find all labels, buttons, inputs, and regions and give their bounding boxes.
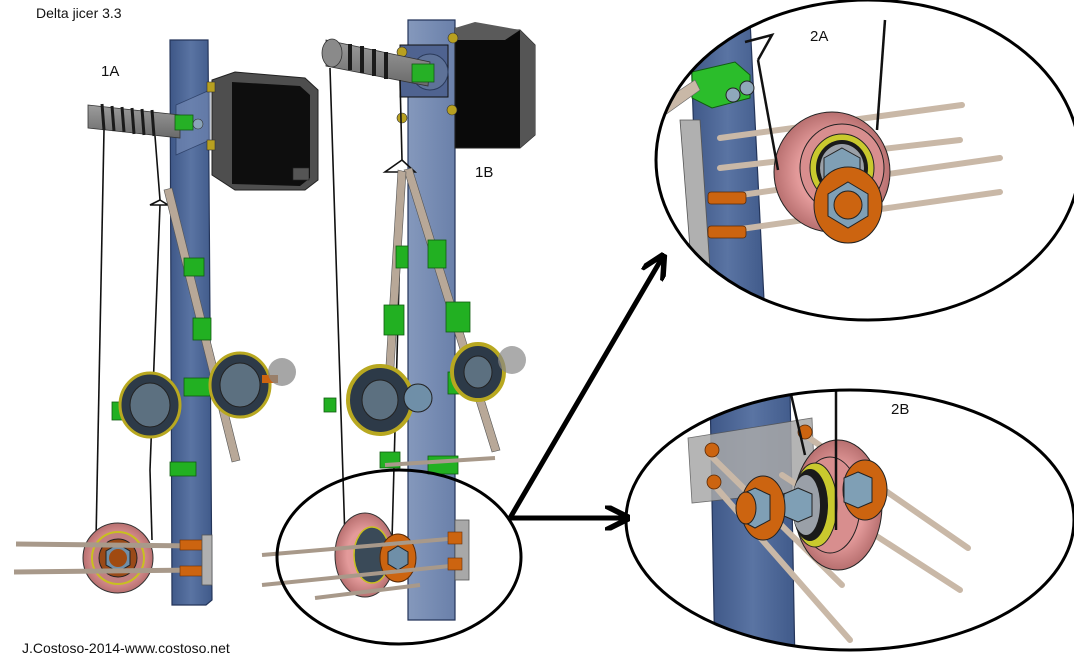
credit-text: J.Costoso-2014-www.costoso.net (22, 640, 230, 656)
callout-ellipse-1b (275, 468, 523, 646)
belt-wires-2a (744, 19, 887, 171)
nut-right-2b (842, 459, 888, 521)
belt-wires-1a (95, 129, 171, 541)
detail-2a (654, 0, 1074, 322)
diagram-title: Delta jicer 3.3 (36, 5, 122, 21)
view-label-2a: 2A (810, 28, 829, 45)
view-1a (13, 39, 319, 606)
stepper-motor-1a (206, 71, 319, 191)
pulley-2a (773, 111, 891, 244)
callout-ellipse-2a (654, 0, 1074, 322)
spool-1a (87, 103, 204, 139)
bushings-2b (704, 424, 813, 490)
lower-pulley-1a (82, 522, 154, 594)
view-label-1b: 1B (475, 164, 494, 181)
view-label-1a: 1A (101, 63, 120, 80)
mid-pulleys-1b (346, 342, 526, 436)
end-plate-1a (201, 534, 213, 586)
rods-1b-mid (384, 456, 496, 467)
lower-pulley-1b (334, 512, 417, 598)
spool-1b (321, 38, 435, 87)
end-plate-1b (454, 519, 470, 581)
rods-1a (13, 541, 201, 575)
detail-2b (624, 388, 1074, 652)
arrow-to-2a (507, 258, 662, 520)
mid-pulleys-1a (118, 351, 296, 439)
view-label-2b: 2B (891, 401, 910, 418)
bushings-2a (707, 191, 747, 239)
belt-wires-2b (788, 390, 838, 530)
callout-arrows (507, 258, 662, 520)
rods-1b (261, 536, 461, 600)
nut-left-2b (735, 475, 786, 541)
view-1b (261, 19, 536, 646)
